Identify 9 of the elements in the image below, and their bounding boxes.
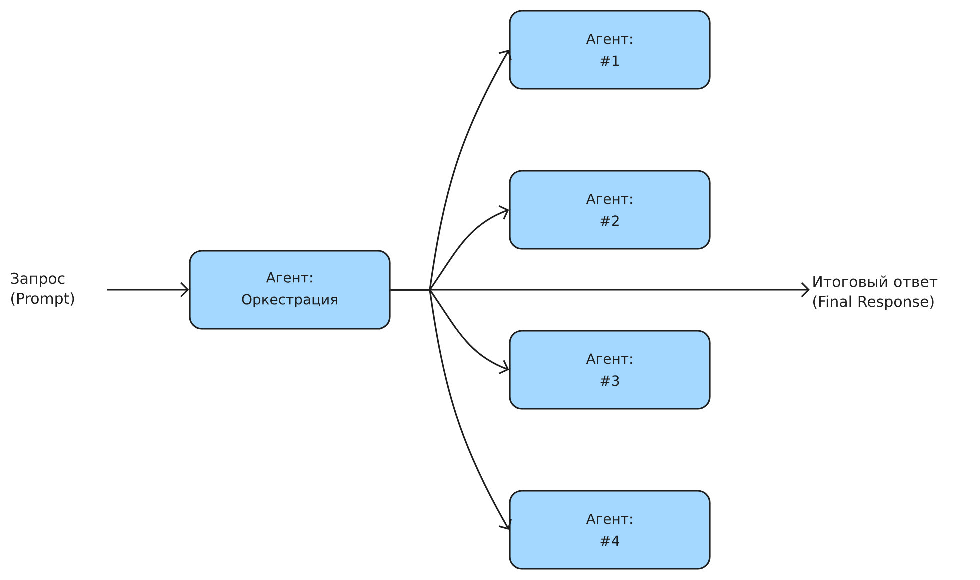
agent-box: Агент: Оркестрация	[189, 250, 391, 330]
agent-box: Агент: #3	[509, 330, 711, 410]
text-label: Запрос (Prompt)	[11, 272, 74, 308]
agent-box: Агент: #4	[509, 490, 711, 570]
arrow	[390, 282, 810, 298]
text-label: Итоговый ответ (Final Response)	[813, 276, 938, 310]
agent-box: Агент: #1	[509, 10, 711, 90]
agent-box: Агент: #2	[509, 170, 711, 250]
arrow	[107, 282, 190, 298]
